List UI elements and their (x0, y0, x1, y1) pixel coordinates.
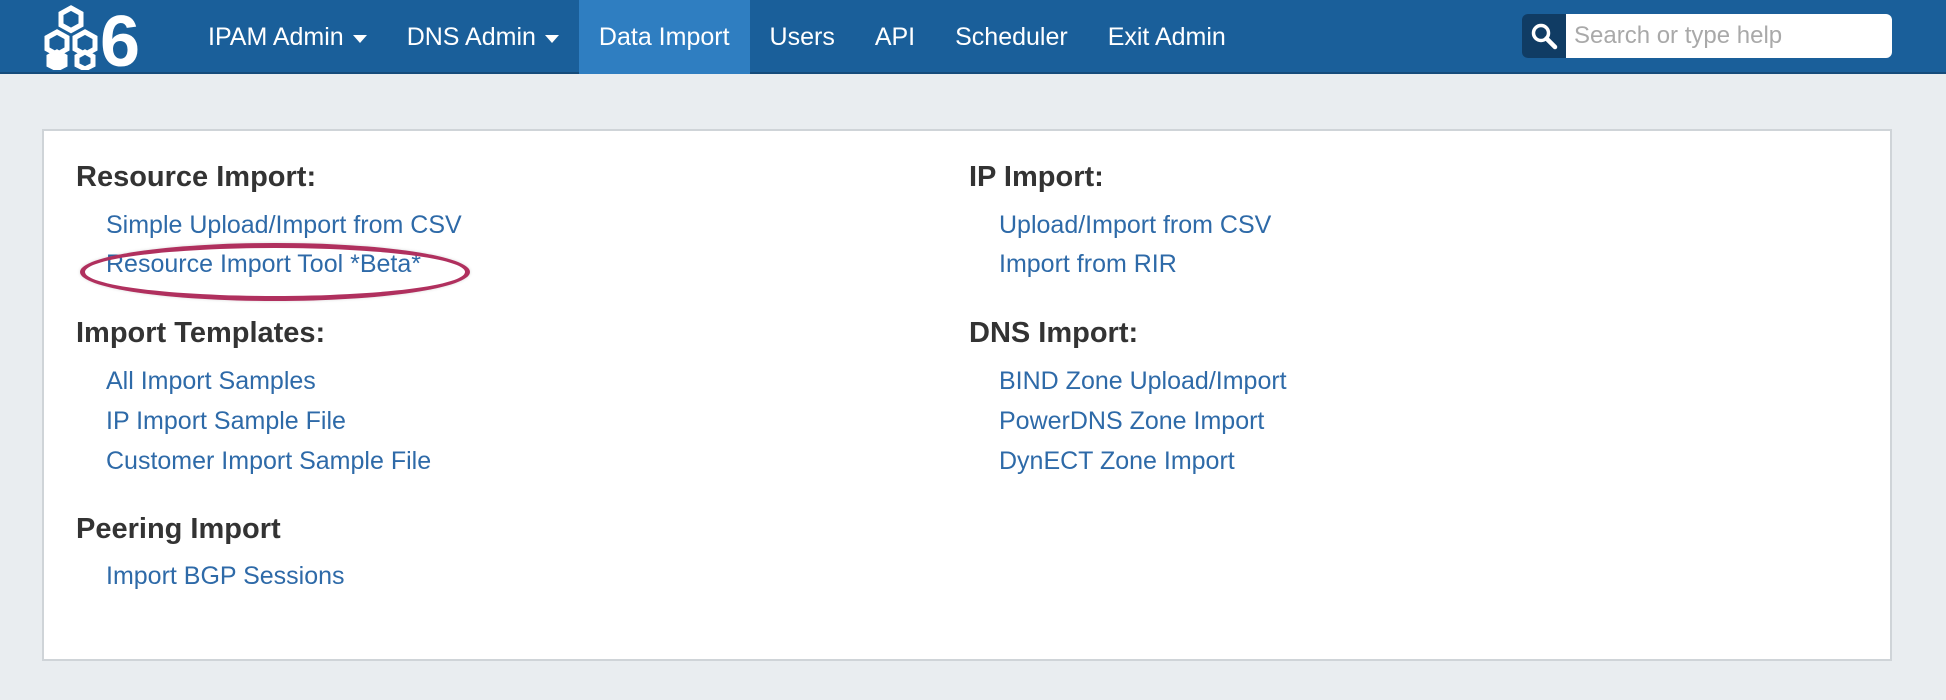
section-title-dns-import: DNS Import: (969, 317, 1139, 349)
link-all-import-samples[interactable]: All Import Samples (106, 367, 316, 395)
nav-data-import-label: Data Import (598, 22, 730, 51)
svg-text:6: 6 (100, 4, 140, 70)
search-button[interactable] (1522, 14, 1566, 58)
link-customer-import-sample-file[interactable]: Customer Import Sample File (106, 447, 432, 475)
section-title-ip-import: IP Import: (969, 161, 1104, 193)
nav-ipam-admin-label: IPAM Admin (208, 22, 344, 51)
nav-scheduler[interactable]: Scheduler (935, 0, 1088, 74)
link-import-bgp-sessions[interactable]: Import BGP Sessions (106, 562, 345, 590)
nav-data-import[interactable]: Data Import (578, 0, 750, 74)
nav-scheduler-label: Scheduler (955, 22, 1068, 51)
nav-api[interactable]: API (855, 0, 935, 74)
search-input[interactable] (1566, 14, 1892, 58)
caret-down-icon (352, 34, 367, 43)
section-title-import-templates: Import Templates: (76, 317, 326, 349)
nav-users-label: Users (769, 22, 835, 51)
six-logo-icon[interactable]: 6 (38, 4, 170, 70)
main-nav: IPAM Admin DNS Admin Data Import Users A… (188, 0, 1246, 74)
link-resource-import-tool[interactable]: Resource Import Tool *Beta* (106, 250, 421, 278)
link-ip-upload-csv[interactable]: Upload/Import from CSV (999, 211, 1272, 239)
link-powerdns-zone-import[interactable]: PowerDNS Zone Import (999, 407, 1265, 435)
link-simple-upload-csv[interactable]: Simple Upload/Import from CSV (106, 211, 462, 239)
link-ip-import-sample-file[interactable]: IP Import Sample File (106, 407, 346, 435)
nav-users[interactable]: Users (750, 0, 855, 74)
data-import-panel: Resource Import: Simple Upload/Import fr… (42, 129, 1892, 661)
caret-down-icon (544, 34, 559, 43)
section-title-resource-import: Resource Import: (76, 161, 317, 193)
search-box (1522, 14, 1892, 58)
nav-api-label: API (874, 22, 916, 51)
nav-dns-admin-label: DNS Admin (406, 22, 536, 51)
section-title-peering-import: Peering Import (76, 513, 281, 545)
link-import-from-rir[interactable]: Import from RIR (999, 250, 1177, 278)
nav-ipam-admin[interactable]: IPAM Admin (188, 0, 387, 74)
nav-exit-admin[interactable]: Exit Admin (1088, 0, 1246, 74)
link-dynect-zone-import[interactable]: DynECT Zone Import (999, 447, 1235, 475)
nav-exit-admin-label: Exit Admin (1107, 22, 1226, 51)
nav-dns-admin[interactable]: DNS Admin (387, 0, 579, 74)
link-bind-zone-upload[interactable]: BIND Zone Upload/Import (999, 367, 1287, 395)
search-icon (1531, 23, 1558, 50)
top-navbar: 6 IPAM Admin DNS Admin Data Import Users… (0, 0, 1946, 74)
